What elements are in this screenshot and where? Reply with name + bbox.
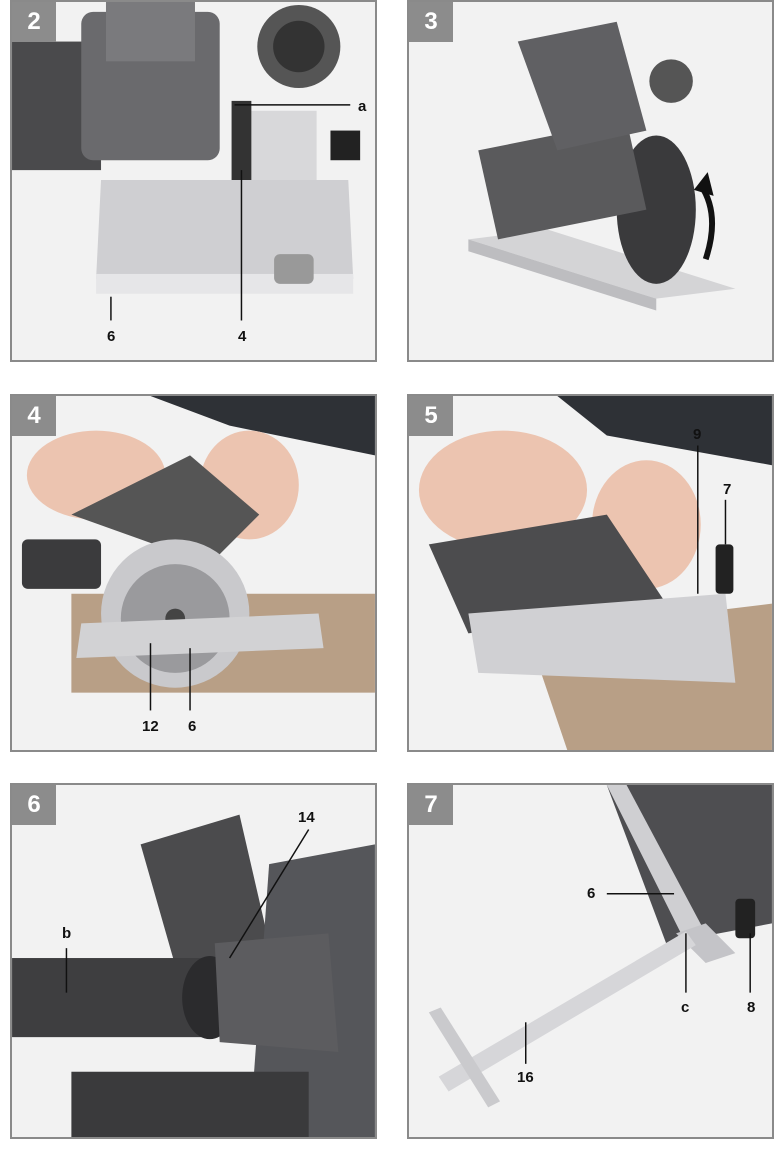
figure-number-badge: 7 bbox=[409, 785, 453, 825]
callout-label-16: 16 bbox=[517, 1069, 534, 1086]
callout-label-12: 12 bbox=[142, 718, 159, 735]
parallel-guide-illustration bbox=[409, 785, 772, 1137]
callout-label-4: 4 bbox=[238, 328, 247, 345]
figure-number-badge: 3 bbox=[409, 2, 453, 42]
figure-panel-5: 5 9 7 bbox=[407, 394, 774, 752]
callout-label-6: 6 bbox=[587, 885, 596, 902]
figure-panel-6: 6 14 b bbox=[10, 783, 377, 1139]
saw-front-view-illustration bbox=[12, 2, 375, 360]
callout-label-6: 6 bbox=[107, 328, 116, 345]
figure-panel-3: 3 bbox=[407, 0, 774, 362]
figure-number-badge: 2 bbox=[12, 2, 56, 42]
callout-label-a: a bbox=[358, 98, 367, 115]
saw-cutting-wood-illustration bbox=[12, 396, 375, 750]
figure-panel-4: 4 12 6 bbox=[10, 394, 377, 752]
callout-label-7: 7 bbox=[723, 481, 732, 498]
callout-label-c: c bbox=[681, 999, 690, 1016]
saw-bevel-adjust-illustration bbox=[409, 396, 772, 750]
figure-number-badge: 4 bbox=[12, 396, 56, 436]
figure-panel-2: 2 a 6 4 bbox=[10, 0, 377, 362]
callout-label-6: 6 bbox=[188, 718, 197, 735]
saw-raised-blade-illustration bbox=[409, 2, 772, 360]
dust-extraction-hose-illustration bbox=[12, 785, 375, 1137]
figure-panel-7: 7 6 c 8 16 bbox=[407, 783, 774, 1139]
figure-number-badge: 5 bbox=[409, 396, 453, 436]
callout-label-b: b bbox=[62, 925, 72, 942]
figure-number-badge: 6 bbox=[12, 785, 56, 825]
callout-label-8: 8 bbox=[747, 999, 756, 1016]
callout-label-9: 9 bbox=[693, 426, 702, 443]
callout-label-14: 14 bbox=[298, 809, 315, 826]
